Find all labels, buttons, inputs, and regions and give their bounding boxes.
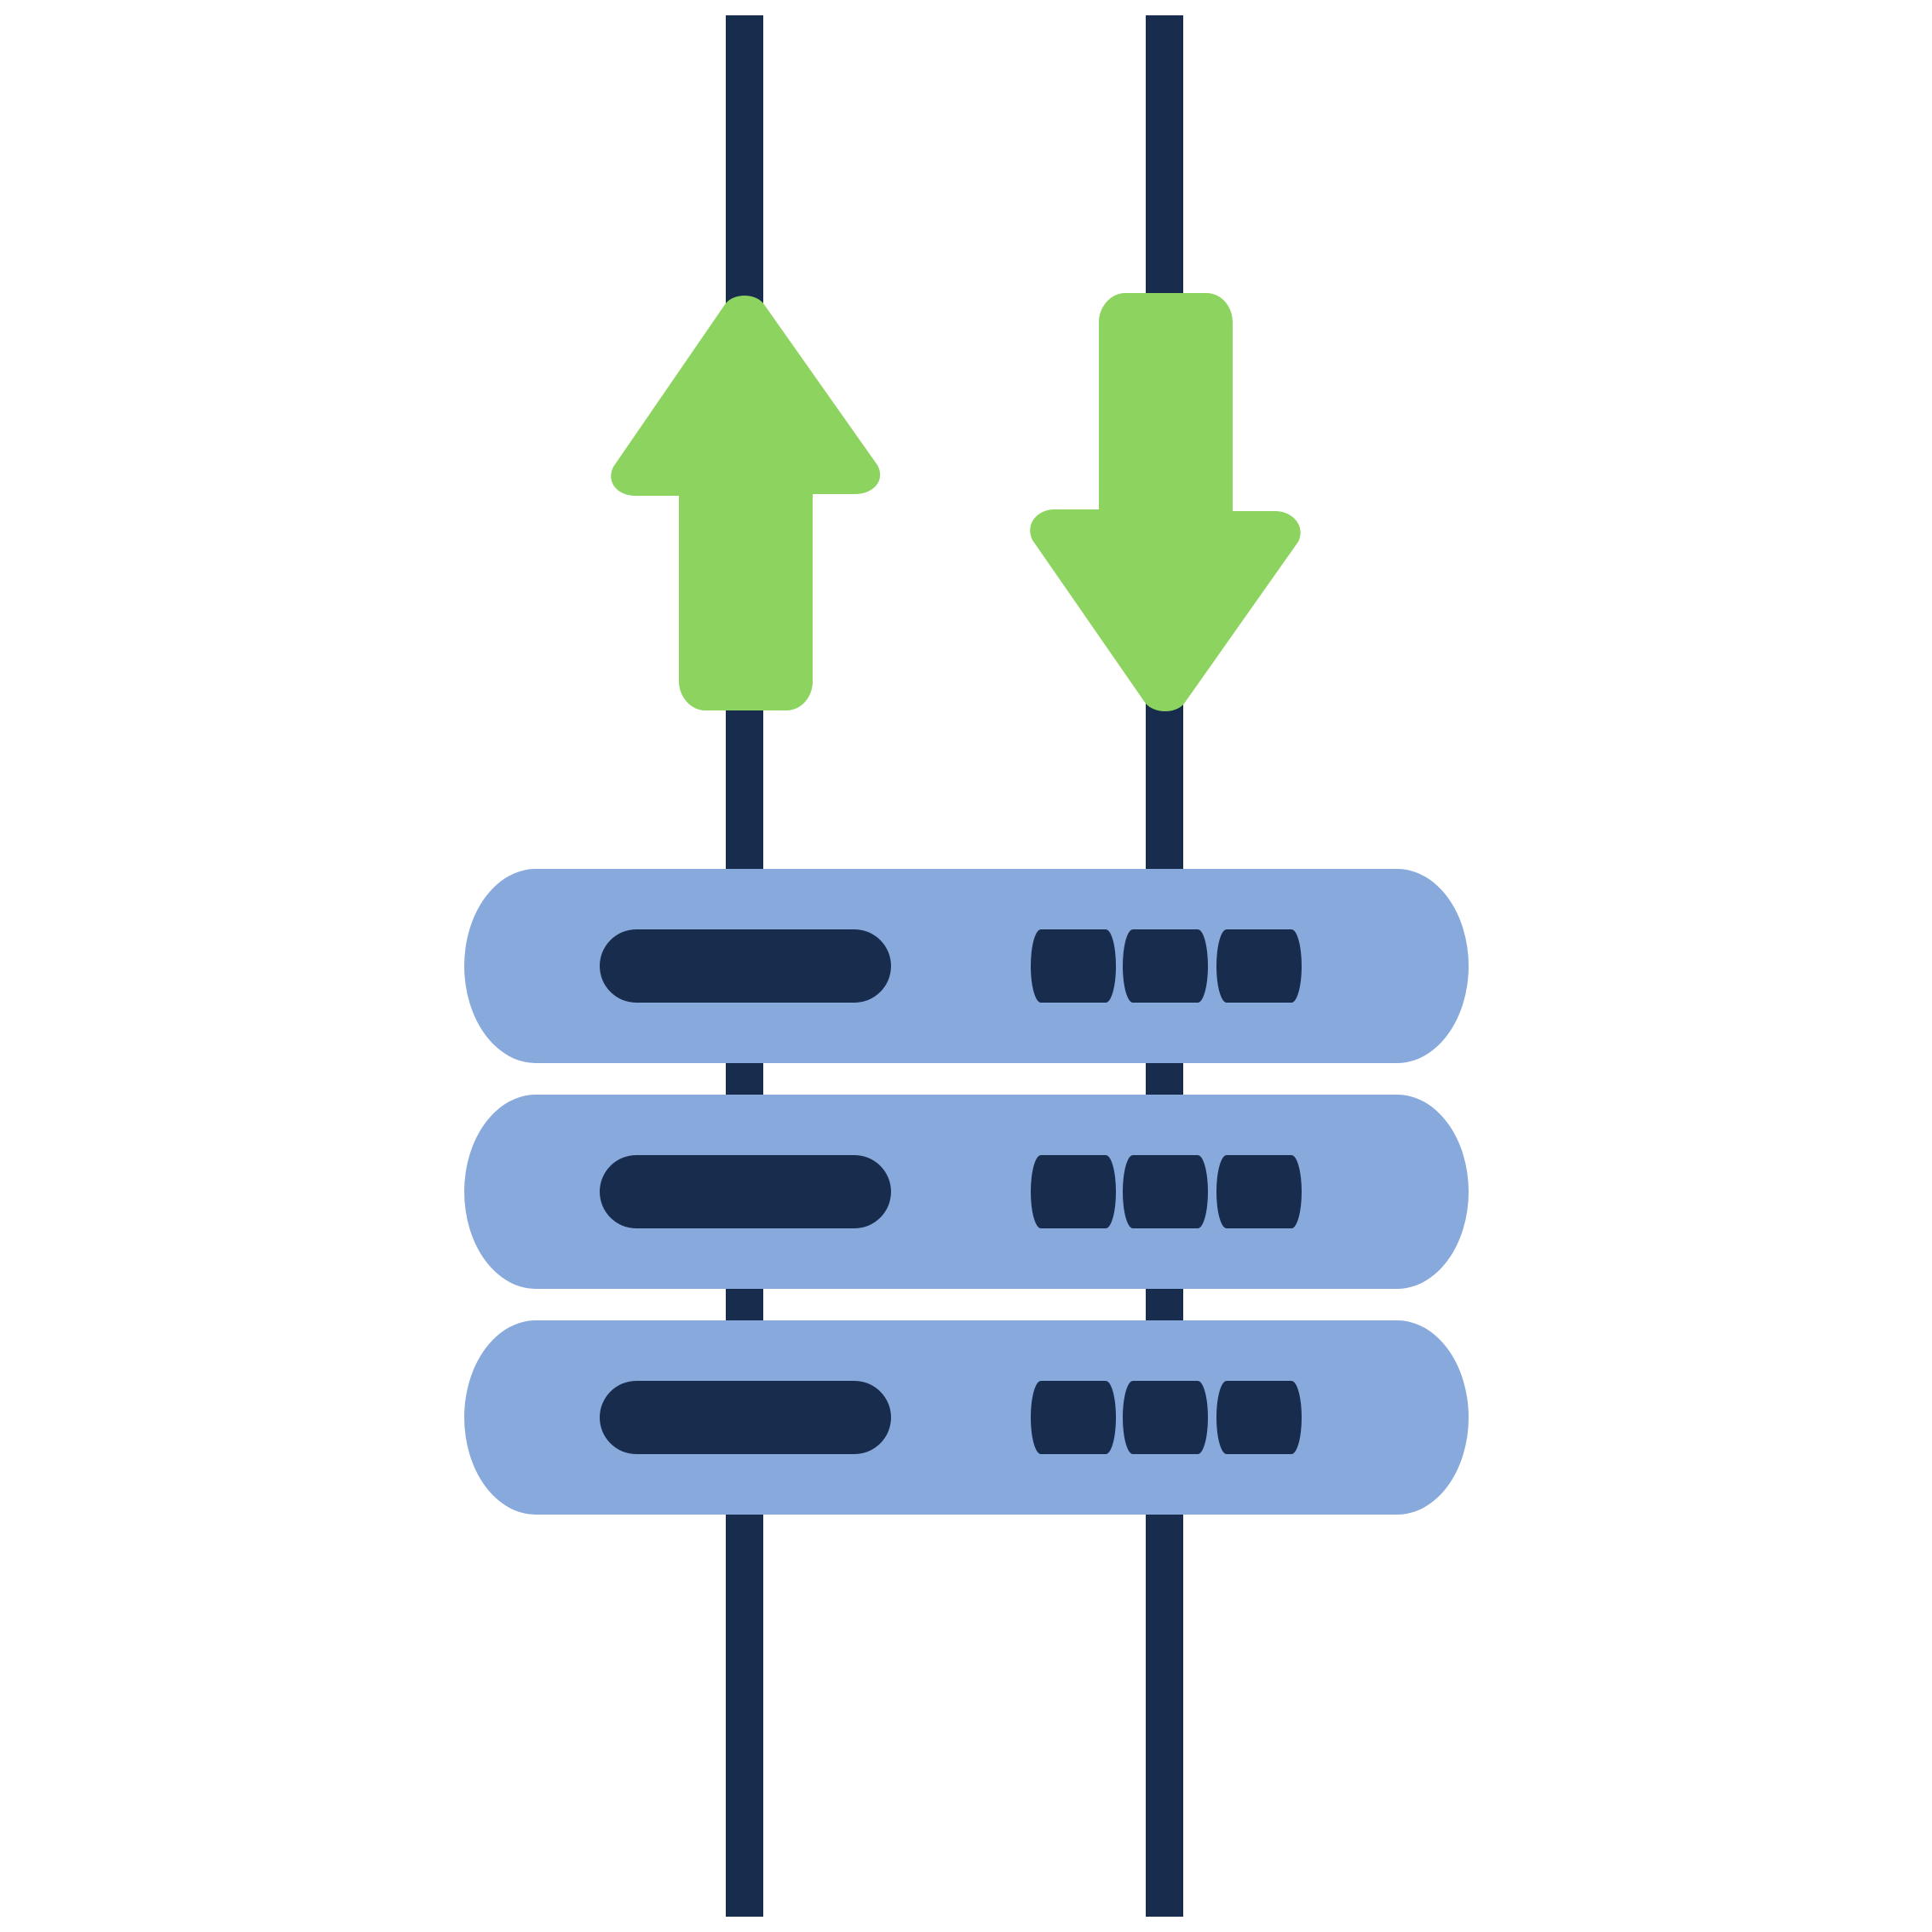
- server-body: [464, 1320, 1469, 1515]
- server-port: [1031, 1155, 1116, 1228]
- server-port: [1216, 1381, 1302, 1454]
- server-port: [1216, 1155, 1302, 1228]
- download-arrow-icon: [1030, 293, 1301, 711]
- server-port: [1216, 929, 1302, 1003]
- upload-arrow-icon: [611, 296, 881, 710]
- server-drive-bay: [600, 929, 891, 1003]
- server-port: [1031, 929, 1116, 1003]
- server-body: [464, 869, 1469, 1063]
- server-port: [1123, 1381, 1208, 1454]
- server-drive-bay: [600, 1381, 891, 1454]
- server-drive-bay: [600, 1155, 891, 1228]
- server-port: [1123, 929, 1208, 1003]
- server-port: [1123, 1155, 1208, 1228]
- server-body: [464, 1095, 1469, 1289]
- server-unit-bottom: [464, 1320, 1469, 1515]
- server-port: [1031, 1381, 1116, 1454]
- server-unit-middle: [464, 1095, 1469, 1289]
- server-unit-top: [464, 869, 1469, 1063]
